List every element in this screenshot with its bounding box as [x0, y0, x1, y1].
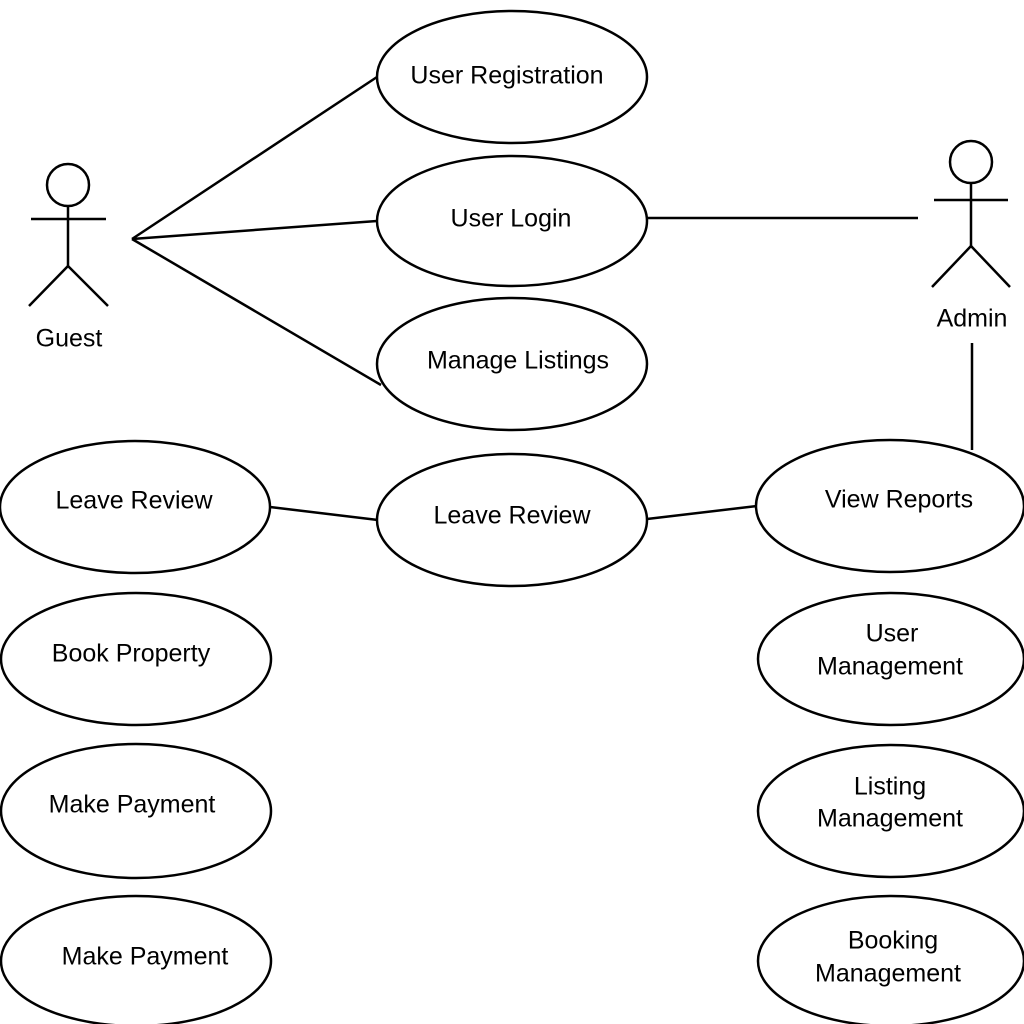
- actor-admin: Admin: [931, 139, 1011, 333]
- use-case-user-login-label: User Login: [451, 205, 572, 233]
- actor-guest-head: [45, 162, 91, 208]
- actor-admin-left-leg: [931, 245, 972, 288]
- use-case-leave-review-center-ellipse: [375, 452, 649, 588]
- use-case-make-payment-1-ellipse: [0, 742, 273, 880]
- associations: [131, 75, 974, 522]
- use-case-listing-management-label-line-1: Listing: [854, 773, 926, 801]
- use-case-make-payment-1: Make Payment: [0, 742, 273, 880]
- association-leave-review-left-center: [269, 505, 379, 522]
- use-case-booking-management-label-line-2: Management: [815, 960, 961, 988]
- use-case-make-payment-1-label: Make Payment: [49, 791, 216, 819]
- use-case-manage-listings: Manage Listings: [375, 296, 649, 432]
- actor-guest: Guest: [28, 162, 109, 353]
- use-case-user-management: User Management: [756, 591, 1024, 727]
- use-case-leave-review-center: Leave Review: [375, 452, 649, 588]
- use-case-book-property-label: Book Property: [52, 640, 211, 668]
- use-case-make-payment-2-ellipse: [0, 894, 273, 1024]
- use-case-book-property: Book Property: [0, 591, 273, 727]
- use-case-listing-management: Listing Management: [756, 743, 1024, 879]
- use-case-user-management-label-line-2: Management: [817, 653, 963, 681]
- use-case-user-login-ellipse: [375, 154, 649, 288]
- actor-admin-label: Admin: [937, 305, 1008, 333]
- use-case-user-management-label-line-1: User: [866, 620, 919, 648]
- use-case-listing-management-ellipse: [756, 743, 1024, 879]
- use-case-manage-listings-ellipse: [375, 296, 649, 432]
- actor-admin-right-leg: [970, 245, 1011, 288]
- use-case-booking-management-ellipse: [756, 894, 1024, 1024]
- actor-admin-head: [948, 139, 994, 185]
- use-case-booking-management-label-line-1: Booking: [848, 927, 938, 955]
- use-case-user-registration: User Registration: [375, 9, 649, 145]
- use-case-user-registration-label: User Registration: [410, 62, 603, 90]
- use-case-view-reports: View Reports: [754, 438, 1024, 574]
- use-case-user-management-ellipse: [756, 591, 1024, 727]
- use-case-booking-management: Booking Management: [756, 894, 1024, 1024]
- use-case-user-registration-ellipse: [375, 9, 649, 145]
- association-guest-manage-listings: [131, 237, 382, 387]
- use-case-view-reports-label: View Reports: [825, 486, 973, 514]
- use-case-leave-review-center-label: Leave Review: [433, 502, 591, 530]
- use-case-view-reports-ellipse: [754, 438, 1024, 574]
- association-guest-user-registration: [131, 75, 378, 241]
- use-case-user-login: User Login: [375, 154, 649, 288]
- use-case-leave-review-left-label: Leave Review: [55, 487, 213, 515]
- association-guest-user-login: [131, 219, 378, 241]
- actor-guest-right-leg: [67, 265, 109, 307]
- association-leave-review-view-reports: [646, 504, 758, 521]
- use-case-make-payment-2-label: Make Payment: [62, 943, 229, 971]
- use-case-manage-listings-label: Manage Listings: [427, 347, 609, 375]
- use-case-leave-review-left: Leave Review: [0, 439, 272, 575]
- use-case-make-payment-2: Make Payment: [0, 894, 273, 1024]
- actor-guest-left-leg: [28, 265, 69, 307]
- use-case-leave-review-left-ellipse: [0, 439, 272, 575]
- actor-guest-label: Guest: [36, 325, 103, 353]
- use-case-book-property-ellipse: [0, 591, 273, 727]
- use-case-listing-management-label-line-2: Management: [817, 805, 963, 833]
